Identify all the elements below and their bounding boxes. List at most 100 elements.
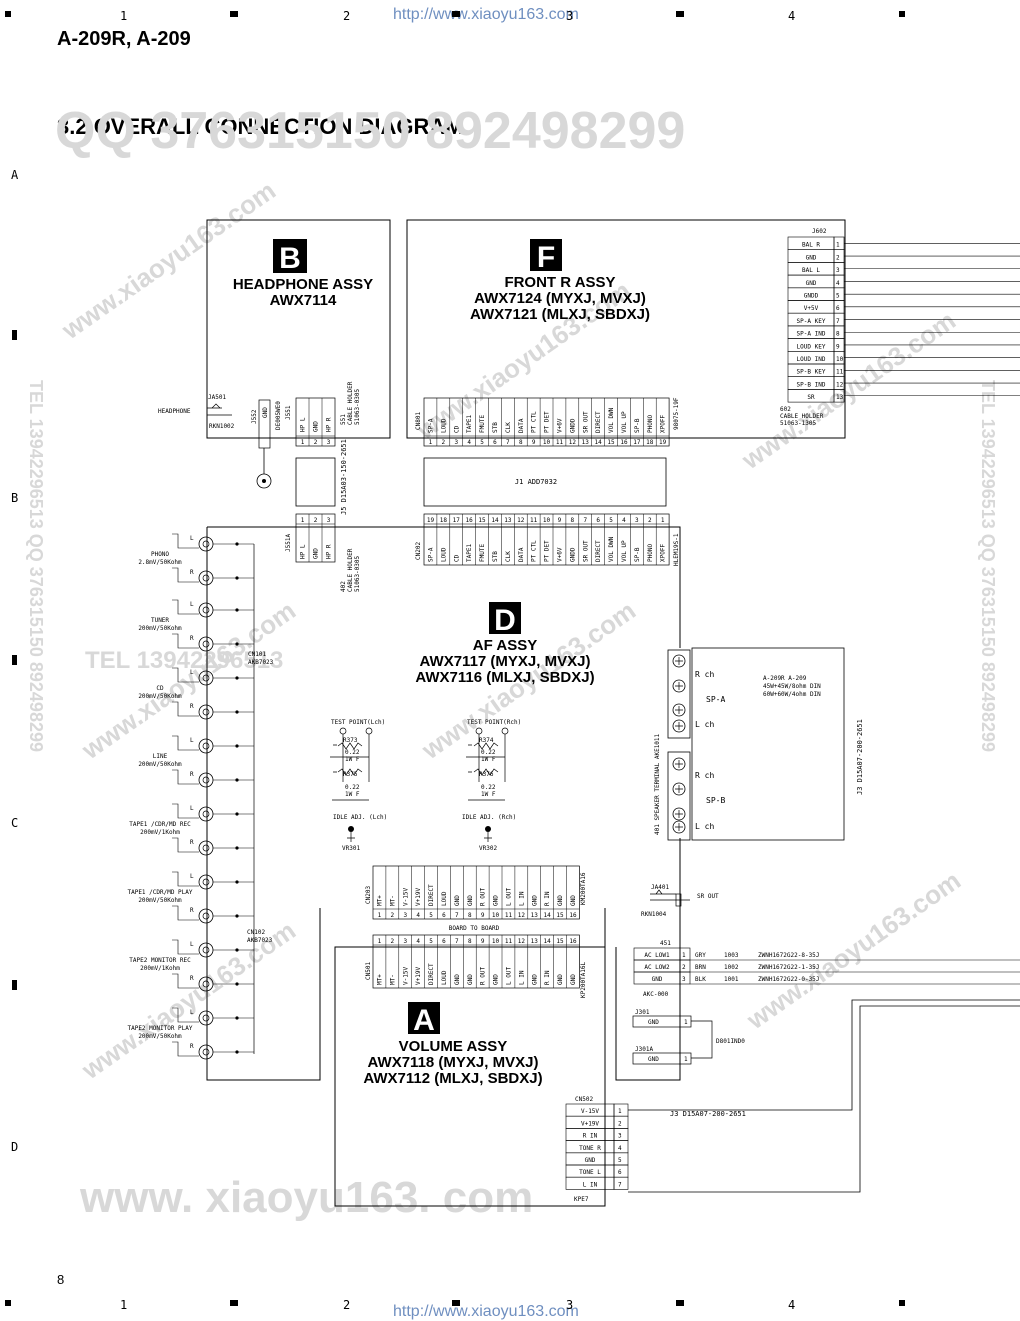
j1-cable: J1 ADD7032 (423, 457, 667, 507)
j551-pin-number: 3 (327, 439, 331, 446)
j602-holder-2: CABLE HOLDER (780, 413, 824, 420)
speaker-terminal: R ch SP-A L ch R ch SP-B L ch 401 SPEAKE… (654, 647, 864, 841)
cn501-pin-label: GND (531, 974, 538, 985)
cn801-pin-number: 15 (607, 439, 615, 446)
ac-wire-number: 1002 (724, 964, 739, 971)
cn203-pin-label: GND (531, 895, 538, 906)
headphone-assy-part: AWX7114 (270, 292, 337, 309)
j551a-holder-1: 402 (340, 581, 347, 592)
row-marker-c: C (11, 816, 18, 830)
cn202-pin-number: 14 (491, 517, 499, 524)
j602-pin-label: BAL L (802, 267, 820, 274)
cn501-pin-number: 14 (544, 938, 552, 945)
cn801-pin-label: LOUD (440, 418, 447, 433)
cn801-part: 98075-19F (673, 397, 680, 430)
j551-pin-number: 2 (314, 439, 318, 446)
front-r-assy-name: FRONT R ASSY (504, 274, 615, 291)
spa-label: SP-A (706, 695, 725, 704)
cn801-pin-number: 13 (582, 439, 590, 446)
cn801-pin-label: PHONO (647, 415, 654, 433)
j602-pin-number: 1 (836, 242, 840, 249)
input-jack-spec: 200mV/50Kohm (138, 625, 182, 632)
cn202-pin-label: DATA (518, 547, 525, 562)
vr302-label: VR302 (479, 845, 497, 852)
ja401-label: JA401 (651, 884, 669, 891)
cn501-label: CN501 (365, 962, 372, 980)
col-marker-1: 1 (120, 9, 127, 23)
cn502-pin-label: TONE R (579, 1145, 601, 1152)
cn501-pins: MT+1MT-2V-15V3V+19V4DIRECT5LOUD6GND7GND8… (372, 934, 580, 989)
cn203-pin-number: 8 (468, 912, 472, 919)
r373-label: R373 (343, 737, 358, 744)
cn501-pin-number: 16 (569, 938, 577, 945)
cn203-pin-label: GND (467, 895, 474, 906)
ac-pin-number: 3 (682, 976, 686, 983)
cn801-pin-number: 8 (519, 439, 523, 446)
cn501-pin-label: V-15V (402, 967, 409, 985)
j602-pin-number: 8 (836, 331, 840, 338)
input-channel-label: L (190, 873, 194, 880)
cn203-pin-label: L OUT (505, 888, 512, 906)
cn202-pin-label: LOUD (440, 547, 447, 562)
url-bottom[interactable]: http://www.xiaoyu163.com (393, 1303, 579, 1320)
cn203-pin-label: GND (454, 895, 461, 906)
test-point-rch-title: TEST POINT(Rch) (467, 719, 521, 726)
sr-out-label: SR OUT (697, 893, 719, 900)
cn801-pin-label: XPOFF (660, 415, 667, 433)
cn801-pin-label: PT DET (544, 411, 551, 433)
j602-pin-number: 3 (836, 267, 840, 274)
col-marker-1-bottom: 1 (120, 1298, 127, 1312)
j602-pin-number: 12 (836, 381, 844, 388)
cn202-pin-number: 5 (609, 517, 613, 524)
j301-pin: GND (648, 1019, 659, 1026)
cn501-pin-number: 4 (416, 938, 420, 945)
af-assy-part: AWX7117 (MYXJ, MVXJ) (420, 653, 591, 670)
cn501-pin-label: GND (467, 974, 474, 985)
cn502-pin-label: V+19V (581, 1120, 599, 1127)
r376-label: R376 (479, 771, 494, 778)
j602-pin-number: 10 (836, 356, 844, 363)
j551-pin-label: HP R (326, 417, 333, 432)
cn801-pin-label: VOL DWN (608, 407, 615, 433)
j301-part: D801IND0 (716, 1038, 745, 1045)
spb-rch-label: R ch (695, 771, 714, 780)
input-jack-spec: 2.8mV/50Kohm (138, 559, 182, 566)
cn203-pin-label: MT- (389, 895, 396, 906)
ac-wire-part: ZWNH1672G22-8-35J (758, 952, 819, 959)
j551-pin-number: 1 (301, 439, 305, 446)
cn202-pin-number: 9 (558, 517, 562, 524)
j602-label: J602 (812, 228, 827, 235)
cn203-pin-label: V-15V (402, 888, 409, 906)
cn501-pin-label: GND (454, 974, 461, 985)
input-channel-label: L (190, 669, 194, 676)
cn203-pin-label: V+19V (415, 888, 422, 906)
input-jack-spec: 200mV/1Kohm (140, 829, 180, 836)
cn801-pin-label: SR OUT (582, 411, 589, 433)
url-top[interactable]: http://www.xiaoyu163.com (393, 6, 579, 23)
row-marker-b: B (11, 491, 18, 505)
j602-pin-label: BAL R (802, 242, 820, 249)
cn501-pin-label: GND (557, 974, 564, 985)
row-marker-d: D (11, 1140, 18, 1154)
ac-wire-number: 1001 (724, 976, 739, 983)
model-title: A-209R, A-209 (57, 28, 191, 50)
cn202-pin-label: STB (492, 551, 499, 562)
cn203-pin-number: 2 (391, 912, 395, 919)
cn501-pin-label: R IN (544, 970, 551, 985)
watermark-side-left: TEL 13942296513 QQ 376315150 892498299 (26, 380, 46, 752)
j602-pin-label: LOUD IND (797, 356, 826, 363)
test-point-rch: TEST POINT(Rch) R374 0.22 1W F R376 0.22… (462, 719, 521, 852)
cn202-pin-number: 19 (427, 517, 435, 524)
cn501-pin-label: L IN (518, 970, 525, 985)
cn203-pin-number: 12 (518, 912, 526, 919)
j602-pin-label: GND (806, 254, 817, 261)
watermark-tel: TEL 13942296513 (85, 647, 283, 674)
col-marker-2-bottom: 2 (343, 1298, 350, 1312)
power-note-2: 45W+45W/8ohm DIN (763, 683, 821, 690)
input-jack-name: LINE (153, 753, 168, 760)
j602-pin-number: 4 (836, 280, 840, 287)
cn203-pin-label: GND (570, 895, 577, 906)
headphone-assy: B HEADPHONE ASSY AWX7114 JA501 HEADPHONE… (158, 219, 391, 592)
cn203-pin-number: 4 (416, 912, 420, 919)
